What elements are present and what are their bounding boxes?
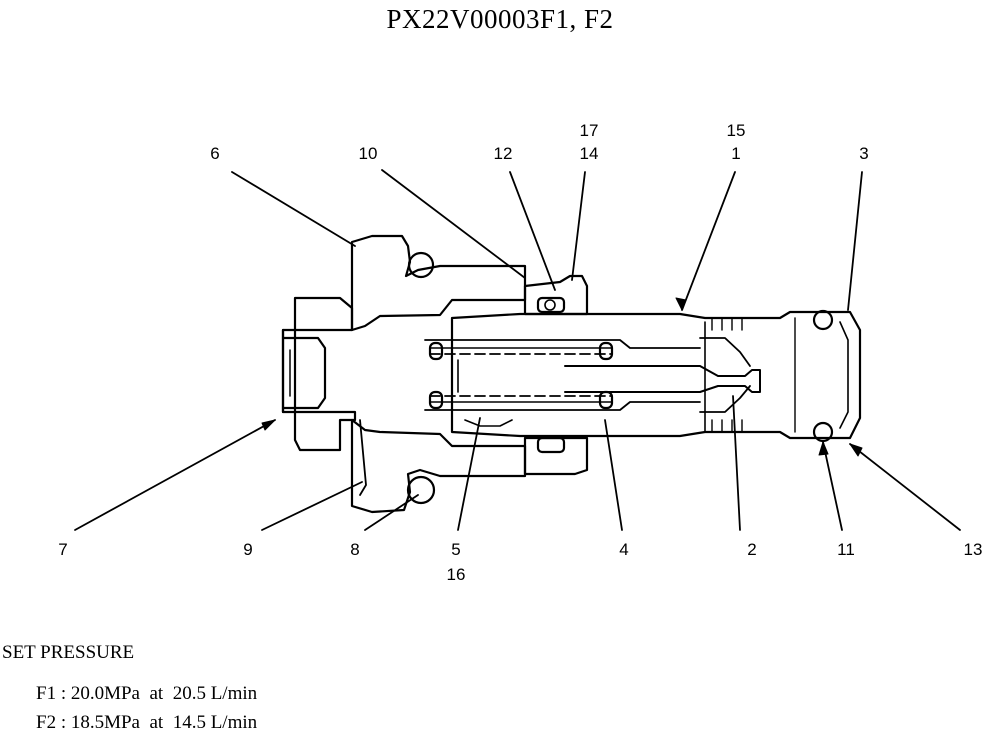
callout-8: 8 [350, 540, 359, 559]
leader-lines [74, 169, 961, 531]
inlet-cap [281, 296, 357, 452]
callout-10: 10 [359, 144, 378, 163]
callout-6: 6 [210, 144, 219, 163]
callout-5: 5 [451, 540, 460, 559]
callout-17: 17 [580, 121, 599, 140]
callout-7: 7 [58, 540, 67, 559]
callout-labels: 6 10 12 17 14 15 1 3 7 9 8 5 16 4 2 11 1… [58, 121, 982, 584]
callout-13: 13 [964, 540, 983, 559]
callout-16: 16 [447, 565, 466, 584]
flange-body [350, 234, 527, 514]
callout-3: 3 [859, 144, 868, 163]
set-pressure-f2: F2 : 18.5MPa at 14.5 L/min [36, 712, 258, 733]
diagram-title: PX22V00003F1, F2 [386, 4, 614, 34]
callout-9: 9 [243, 540, 252, 559]
callout-12: 12 [494, 144, 513, 163]
set-pressure-f1: F1 : 20.0MPa at 20.5 L/min [36, 683, 258, 704]
set-pressure-heading: SET PRESSURE [2, 642, 135, 663]
callout-2: 2 [747, 540, 756, 559]
spring-assembly [428, 341, 614, 427]
callout-11: 11 [837, 540, 855, 559]
callout-14: 14 [580, 144, 599, 163]
poppet [564, 337, 761, 413]
sleeve [424, 309, 862, 443]
callout-1: 1 [731, 144, 740, 163]
arrowheads [261, 297, 863, 457]
seat-housing [523, 274, 589, 476]
callout-4: 4 [619, 540, 628, 559]
callout-15: 15 [727, 121, 746, 140]
